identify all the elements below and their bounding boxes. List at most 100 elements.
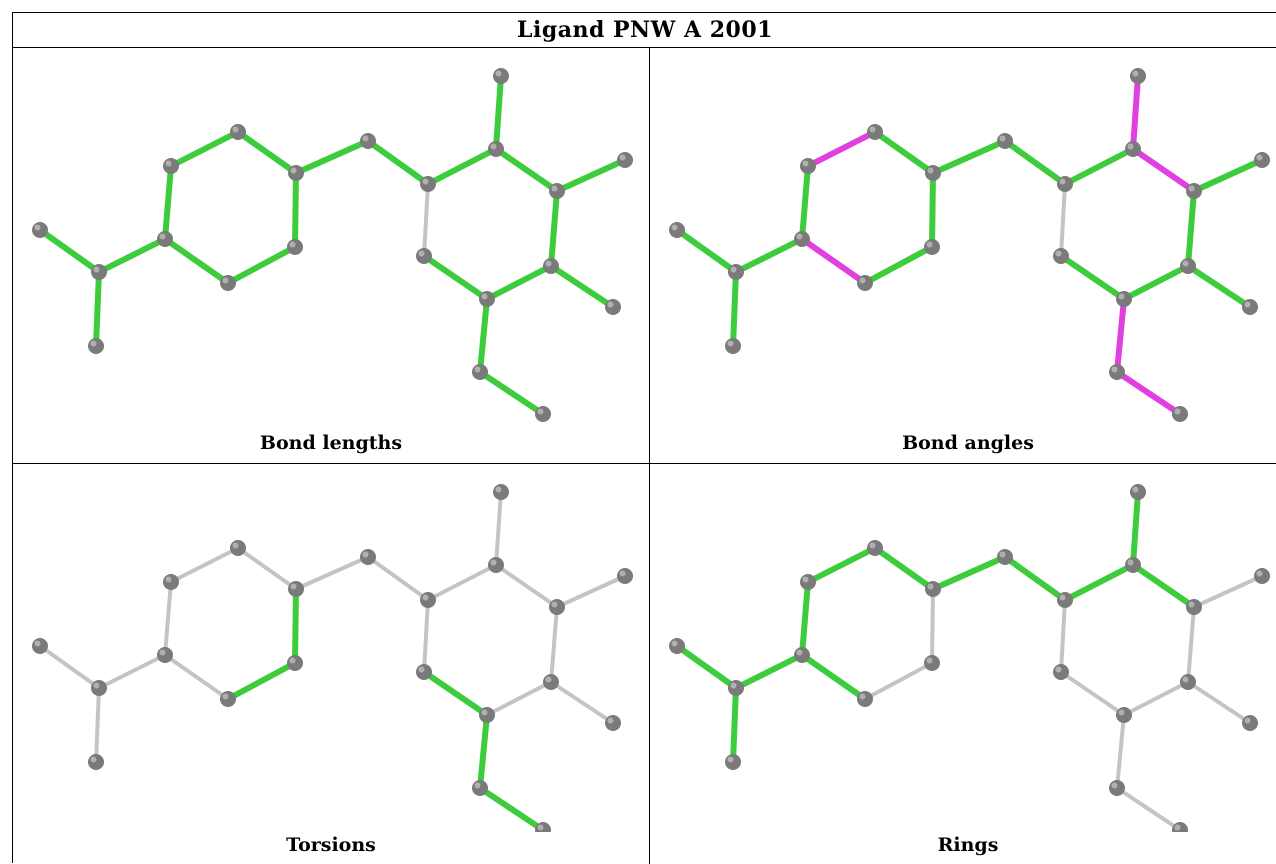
bond xyxy=(235,129,299,176)
atom-highlight xyxy=(1059,178,1066,185)
atom-highlight xyxy=(222,693,229,700)
atom-highlight xyxy=(222,277,229,284)
atom xyxy=(1057,176,1073,192)
bond xyxy=(421,253,490,302)
bond xyxy=(674,227,739,275)
bond xyxy=(37,227,102,275)
bond xyxy=(1130,489,1141,568)
atom xyxy=(1186,599,1202,615)
atom xyxy=(669,638,685,654)
atom-highlight xyxy=(290,167,297,174)
atom xyxy=(360,133,376,149)
bond xyxy=(1185,188,1197,269)
atom xyxy=(1130,484,1146,500)
atom xyxy=(220,275,236,291)
atom xyxy=(91,264,107,280)
horizontal-divider xyxy=(13,463,1276,464)
atom-highlight xyxy=(802,576,809,583)
atom xyxy=(288,581,304,597)
atom-highlight xyxy=(1111,366,1118,373)
atom-highlight xyxy=(165,576,172,583)
atom xyxy=(605,299,621,315)
bond xyxy=(555,574,627,609)
bond xyxy=(1114,296,1127,375)
atom-highlight xyxy=(289,657,296,664)
bond xyxy=(163,653,230,701)
atom xyxy=(288,165,304,181)
atom-highlight xyxy=(545,260,552,267)
atom xyxy=(91,680,107,696)
atom xyxy=(1116,707,1132,723)
atom-highlight xyxy=(1055,250,1062,257)
atom xyxy=(725,754,741,770)
bond xyxy=(1121,263,1191,302)
atom-highlight xyxy=(671,640,678,647)
atom-highlight xyxy=(418,666,425,673)
atom xyxy=(549,599,565,615)
atom-highlight xyxy=(802,160,809,167)
bond xyxy=(494,563,559,609)
bond xyxy=(799,652,868,702)
bond xyxy=(485,680,553,717)
atom-highlight xyxy=(927,583,934,590)
bond xyxy=(225,660,298,702)
atom xyxy=(794,231,810,247)
atom xyxy=(728,264,744,280)
bond xyxy=(421,669,490,718)
bond xyxy=(477,369,546,417)
bond xyxy=(477,296,490,375)
atom xyxy=(416,248,432,264)
atom-highlight xyxy=(1118,709,1125,716)
atom-highlight xyxy=(290,583,297,590)
atom-highlight xyxy=(1174,408,1181,415)
bond xyxy=(1192,574,1264,609)
bond xyxy=(292,170,299,250)
bond xyxy=(674,643,739,691)
atom xyxy=(925,581,941,597)
atom xyxy=(857,691,873,707)
atom-highlight xyxy=(551,185,558,192)
atom xyxy=(857,275,873,291)
atom xyxy=(479,707,495,723)
atom-highlight xyxy=(1055,666,1062,673)
atom-highlight xyxy=(362,135,369,142)
atom-highlight xyxy=(1182,676,1189,683)
atom xyxy=(1186,183,1202,199)
atom xyxy=(1254,568,1270,584)
atom-highlight xyxy=(1244,717,1251,724)
atom-highlight xyxy=(671,224,678,231)
bond xyxy=(548,188,560,269)
panel-label-bond-angles: Bond angles xyxy=(902,432,1034,454)
atom xyxy=(220,691,236,707)
bond xyxy=(549,605,559,684)
atom xyxy=(800,158,816,174)
atom xyxy=(488,557,504,573)
atom xyxy=(1180,258,1196,274)
bond xyxy=(365,138,431,187)
bond xyxy=(1130,73,1141,152)
bond xyxy=(493,73,504,152)
bond xyxy=(733,652,805,691)
bond xyxy=(863,661,934,701)
atom-highlight xyxy=(481,293,488,300)
atom-highlight xyxy=(1111,782,1118,789)
atom-highlight xyxy=(730,266,737,273)
atom-highlight xyxy=(999,551,1006,558)
bond xyxy=(1130,146,1197,194)
atom-highlight xyxy=(869,542,876,549)
atom xyxy=(924,655,940,671)
atom-highlight xyxy=(796,233,803,240)
atom xyxy=(472,364,488,380)
atom-highlight xyxy=(607,717,614,724)
bond xyxy=(225,244,298,286)
bond xyxy=(1185,263,1253,310)
atom-highlight xyxy=(34,224,41,231)
atom xyxy=(1254,152,1270,168)
bond xyxy=(1062,562,1136,603)
bond xyxy=(1002,554,1068,603)
bond xyxy=(426,563,498,602)
bond xyxy=(930,138,1008,176)
bond xyxy=(1059,670,1126,717)
atom xyxy=(549,183,565,199)
panel-torsions: Torsions xyxy=(13,464,649,864)
